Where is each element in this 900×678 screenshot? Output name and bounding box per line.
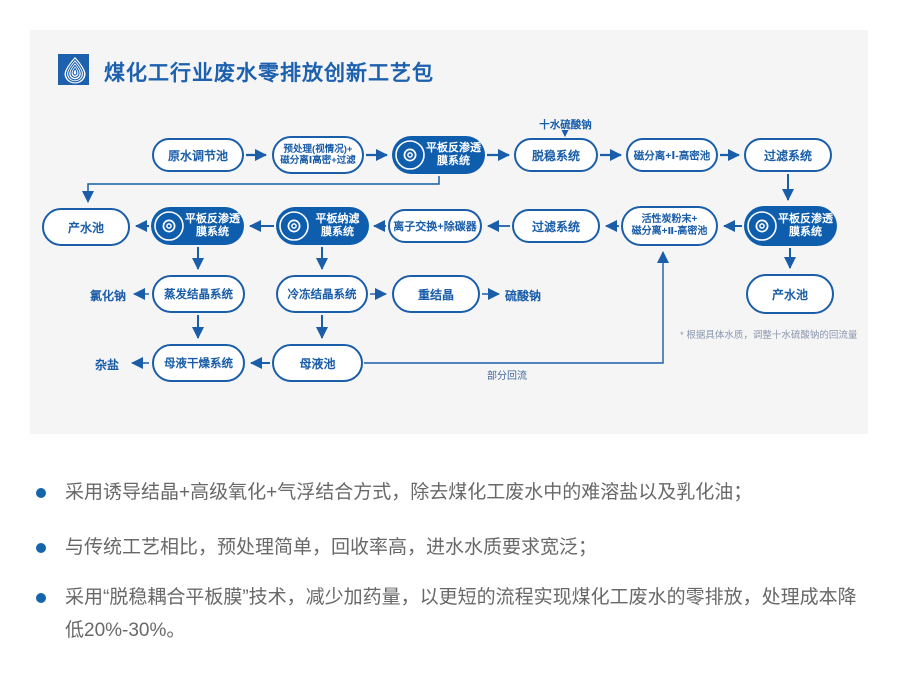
membrane-disc-icon [279, 211, 309, 241]
node-filter-system-2: 过滤系统 [512, 209, 600, 243]
label-sodium-sulfate-decahydrate: 十水硫酸钠 [539, 119, 592, 131]
membrane-disc-icon [154, 211, 184, 241]
node-flat-ro-membrane-3: 平板反渗透 膜系统 [744, 206, 837, 246]
bullet-dot [36, 543, 46, 553]
node-destabilization-system: 脱稳系统 [514, 138, 598, 172]
bullet-item-2: 与传统工艺相比，预处理简单，回收率高，进水水质要求宽泛； [36, 531, 866, 564]
node-freeze-crystallization: 冷冻结晶系统 [276, 275, 368, 313]
label-output-sodium-chloride: 氯化钠 [90, 289, 127, 303]
node-mother-liquor-pool: 母液池 [272, 344, 363, 382]
page-title: 煤化工行业废水零排放创新工艺包 [104, 62, 434, 85]
bullet-text: 采用“脱稳耦合平板膜”技术，减少加药量，以更短的流程实现煤化工废水的零排放，处理… [65, 587, 857, 641]
bullet-item-3: 采用“脱稳耦合平板膜”技术，减少加药量，以更短的流程实现煤化工废水的零排放，处理… [36, 581, 866, 647]
node-evaporation-crystallization: 蒸发结晶系统 [152, 275, 245, 313]
node-flat-nf-membrane: 平板纳滤 膜系统 [276, 207, 369, 245]
node-flat-ro-membrane-2: 平板反渗透 膜系统 [151, 207, 244, 245]
membrane-disc-icon [747, 211, 777, 241]
bullet-item-1: 采用诱导结晶+高级氧化+气浮结合方式，除去煤化工废水中的难溶盐以及乳化油； [36, 476, 866, 509]
label-partial-reflux: 部分回流 [487, 371, 527, 382]
water-drop-logo-icon [58, 54, 89, 85]
node-activated-carbon-magsep-2: 活性炭粉末+ 磁分离+Ⅱ-高密池 [621, 206, 718, 246]
bullet-text: 采用诱导结晶+高级氧化+气浮结合方式，除去煤化工废水中的难溶盐以及乳化油； [65, 482, 753, 503]
bullet-text: 与传统工艺相比，预处理简单，回收率高，进水水质要求宽泛； [65, 537, 598, 558]
node-product-water-tank-2: 产水池 [746, 274, 834, 314]
node-pretreatment: 预处理(视情况)+ 磁分离Ⅰ高密+过滤 [272, 136, 364, 174]
node-magnetic-separation-1: 磁分离+Ⅰ-高密池 [626, 138, 718, 172]
node-ion-exchange-decarbonizer: 离子交换+除碳器 [388, 209, 482, 243]
footnote-water-quality: * 根据具体水质，调整十水硫酸钠的回流量 [680, 330, 858, 341]
bullet-dot [36, 488, 46, 498]
node-flat-ro-membrane-1: 平板反渗透 膜系统 [392, 136, 485, 174]
membrane-disc-icon [395, 140, 425, 170]
node-product-water-tank-1: 产水池 [42, 208, 130, 246]
node-mother-liquor-drying: 母液干燥系统 [152, 344, 245, 382]
node-raw-water-tank: 原水调节池 [152, 138, 244, 172]
label-output-mixed-salt: 杂盐 [95, 358, 120, 372]
label-output-sodium-sulfate: 硫酸钠 [505, 289, 542, 303]
node-recrystallization: 重结晶 [392, 275, 480, 313]
node-filter-system-1: 过滤系统 [744, 138, 832, 172]
bullet-dot [36, 593, 46, 603]
